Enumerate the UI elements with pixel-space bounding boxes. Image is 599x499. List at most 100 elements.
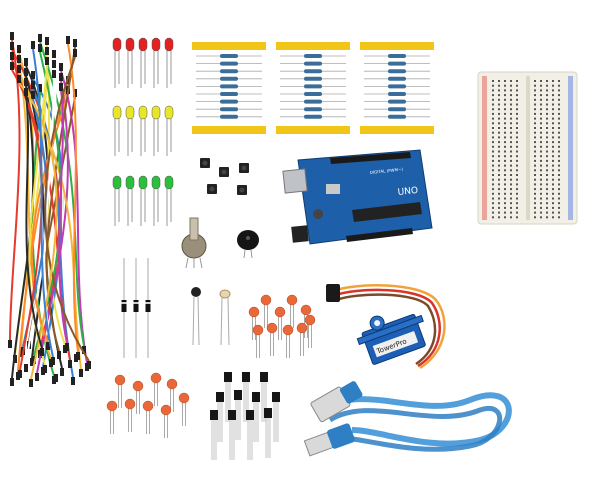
breadboard-hole <box>498 141 500 144</box>
jumper-end <box>8 340 12 348</box>
resistor-tape <box>276 42 350 50</box>
breadboard-hole <box>498 122 500 125</box>
transistor <box>264 408 272 418</box>
resistor <box>304 54 322 58</box>
breadboard-hole <box>498 188 500 191</box>
jumper-wire <box>45 46 76 352</box>
capacitor <box>300 304 312 316</box>
jumper-end <box>59 83 63 91</box>
breadboard-hole <box>546 174 548 176</box>
led-green <box>138 175 148 190</box>
breadboard-hole <box>558 197 560 200</box>
breadboard-hole <box>540 155 542 158</box>
diode <box>133 300 139 312</box>
resistor <box>388 107 406 112</box>
led-red <box>125 37 135 52</box>
breadboard-hole <box>540 150 542 153</box>
breadboard-hole <box>516 197 518 200</box>
breadboard-hole <box>552 127 554 129</box>
breadboard-hole <box>510 206 512 209</box>
jumper-end <box>24 68 28 76</box>
breadboard-hole <box>492 188 494 191</box>
jumper-end <box>10 42 14 50</box>
breadboard-hole <box>504 112 506 115</box>
breadboard-hole <box>492 80 494 82</box>
breadboard-hole <box>492 174 494 176</box>
breadboard-hole <box>492 183 494 186</box>
breadboard-hole <box>492 216 494 219</box>
breadboard-hole <box>546 192 548 195</box>
breadboard-hole <box>534 122 536 125</box>
breadboard-hole <box>552 159 554 162</box>
breadboard-hole <box>498 94 500 97</box>
resistor-tape <box>192 42 266 50</box>
potentiometer <box>181 217 207 269</box>
jumper-end <box>59 73 63 81</box>
jumper-end <box>10 52 14 60</box>
capacitor <box>166 378 178 390</box>
breadboard-hole <box>546 169 548 172</box>
breadboard-hole <box>558 150 560 153</box>
breadboard-hole <box>540 206 542 209</box>
breadboard-hole <box>510 127 512 129</box>
led-green <box>112 175 122 190</box>
breadboard-hole <box>516 202 518 205</box>
breadboard-hole <box>534 131 536 134</box>
jumper-wire <box>17 83 69 373</box>
breadboard-hole <box>558 127 560 129</box>
breadboard-hole <box>492 127 494 129</box>
breadboard-hole <box>552 216 554 219</box>
breadboard-hole <box>552 202 554 205</box>
breadboard-hole <box>540 131 542 134</box>
jumper-end <box>17 75 21 83</box>
capacitor <box>248 306 260 318</box>
breadboard-hole <box>552 150 554 153</box>
capacitor <box>286 294 298 306</box>
jumper-end <box>10 378 14 386</box>
breadboard-hole <box>540 197 542 200</box>
breadboard-hole <box>552 183 554 186</box>
jumper-end <box>24 364 28 372</box>
breadboard-hole <box>558 202 560 205</box>
breadboard-hole <box>534 103 536 106</box>
breadboard-hole <box>498 150 500 153</box>
breadboard-hole <box>558 183 560 186</box>
breadboard-hole <box>546 206 548 209</box>
jumper-end <box>38 34 42 42</box>
breadboard-hole <box>552 136 554 139</box>
capacitor <box>266 322 278 334</box>
breadboard-hole <box>492 122 494 125</box>
breadboard-hole <box>534 127 536 129</box>
breadboard-hole <box>510 117 512 120</box>
breadboard-hole <box>504 89 506 92</box>
usb-cable <box>303 381 512 457</box>
breadboard-hole <box>498 145 500 148</box>
breadboard-hole <box>546 141 548 144</box>
breadboard-hole <box>516 89 518 92</box>
resistor <box>220 107 238 112</box>
jumper-end <box>29 379 33 387</box>
breadboard-hole <box>504 80 506 82</box>
capacitor <box>142 400 154 412</box>
breadboard-hole <box>546 136 548 139</box>
breadboard-hole <box>492 150 494 153</box>
breadboard-hole <box>504 98 506 101</box>
uno-label: UNO <box>397 186 418 198</box>
breadboard-hole <box>558 169 560 172</box>
breadboard-hole <box>552 164 554 167</box>
jumper-wires <box>8 32 91 387</box>
breadboard-hole <box>510 145 512 148</box>
breadboard-hole <box>546 197 548 200</box>
breadboard-hole <box>492 84 494 87</box>
breadboard-hole <box>540 192 542 195</box>
breadboard-hole <box>546 216 548 219</box>
resistor <box>304 99 322 104</box>
breadboard-hole <box>510 112 512 115</box>
breadboard-hole <box>558 141 560 144</box>
breadboard-hole <box>540 141 542 144</box>
breadboard-hole <box>546 145 548 148</box>
capacitor <box>260 294 272 306</box>
breadboard-hole <box>516 136 518 139</box>
breadboard-hole <box>546 122 548 125</box>
capacitor <box>304 314 316 326</box>
